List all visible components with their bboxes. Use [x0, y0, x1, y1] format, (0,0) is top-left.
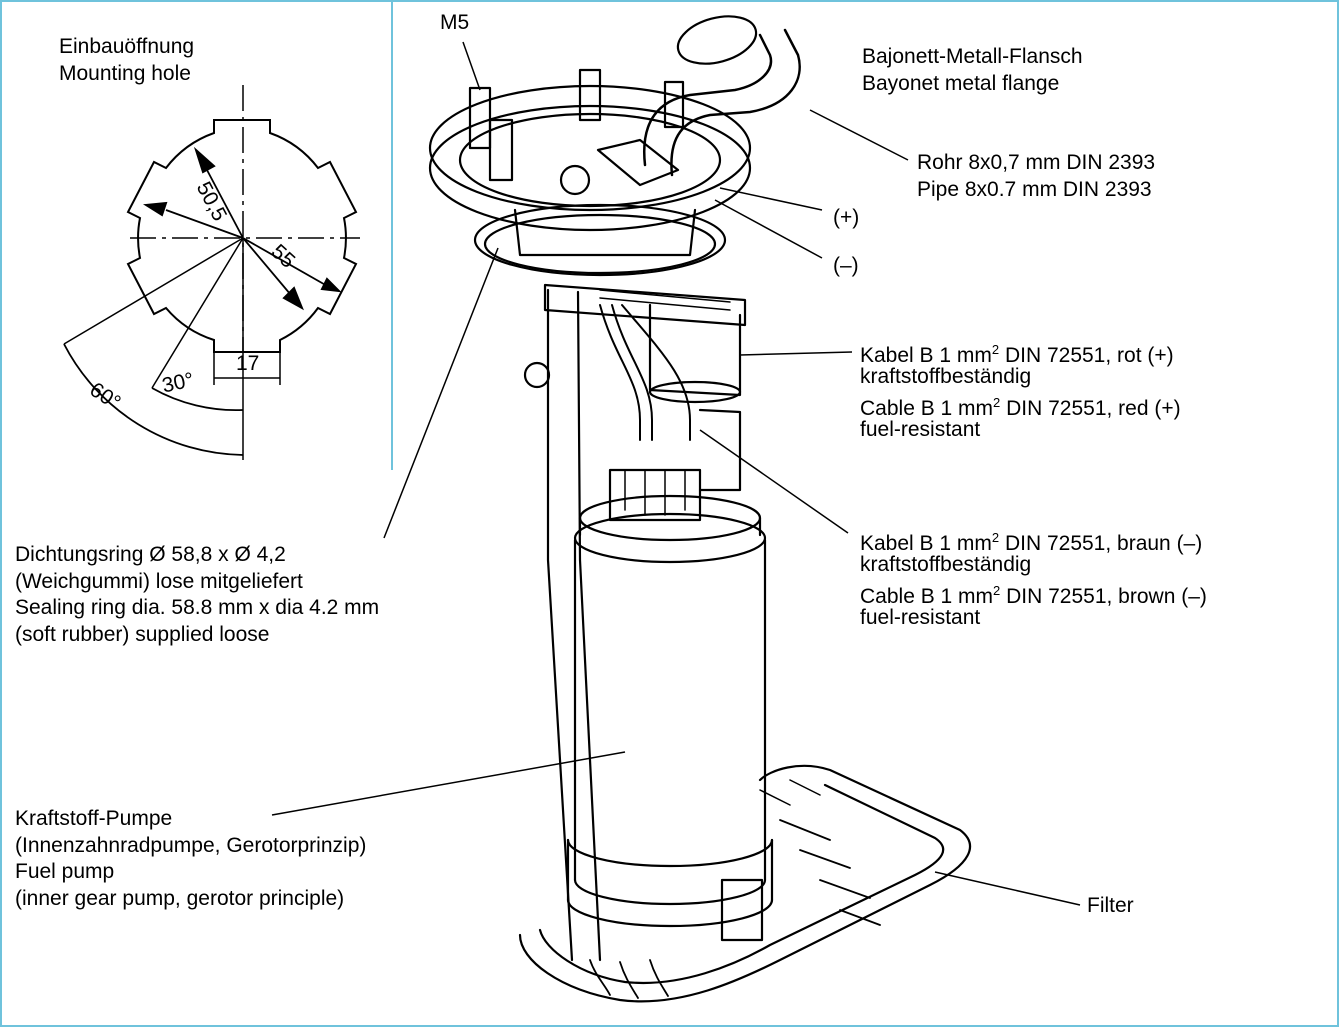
- mounting-hole-title-de: Einbauöffnung: [59, 35, 195, 58]
- cable-brown-line-en: Cable B 1 mm2 DIN 72551, brown (–): [860, 583, 1207, 608]
- seal-line-2: (Weichgummi) lose mitgeliefert: [15, 569, 303, 593]
- pump-line-4: (inner gear pump, gerotor principle): [15, 886, 345, 910]
- seal-line-1: Dichtungsring Ø 58,8 x Ø 4,2: [15, 543, 286, 566]
- fuel-pump-assembly-drawing: [428, 15, 971, 1003]
- filter-label: Filter: [1087, 894, 1134, 917]
- seal-ring-label: Dichtungsring Ø 58,8 x Ø 4,2 (Weichgummi…: [15, 542, 379, 648]
- flange-label: Bajonett-Metall-Flansch Bayonet metal fl…: [862, 44, 1083, 97]
- flange-label-de: Bajonett-Metall-Flansch: [862, 45, 1083, 68]
- mounting-hole-drawing: [63, 85, 360, 460]
- terminal-minus-label: (–): [833, 254, 859, 277]
- pump-line-1: Kraftstoff-Pumpe: [15, 807, 173, 830]
- mounting-hole-title: Einbauöffnung Mounting hole: [59, 34, 194, 87]
- cable-red-line-en: Cable B 1 mm2 DIN 72551, red (+): [860, 395, 1181, 420]
- cable-red-fuel-en: fuel-resistant: [860, 417, 981, 441]
- cable-red-line-de: Kabel B 1 mm2 DIN 72551, rot (+): [860, 342, 1174, 367]
- seal-line-3: Sealing ring dia. 58.8 mm x dia 4.2 mm: [15, 596, 380, 619]
- cable-brown-fuel-en: fuel-resistant: [860, 605, 981, 629]
- seal-line-4: (soft rubber) supplied loose: [15, 622, 270, 646]
- flange-label-en: Bayonet metal flange: [862, 71, 1060, 95]
- thread-label: M5: [440, 11, 470, 34]
- mounting-hole-title-en: Mounting hole: [59, 61, 191, 85]
- dim-slot-width: 17: [236, 352, 260, 375]
- pipe-label-en: Pipe 8x0.7 mm DIN 2393: [917, 177, 1152, 201]
- cable-red-fuel-de: kraftstoffbeständig: [860, 364, 1032, 388]
- cable-brown-label: Kabel B 1 mm2 DIN 72551, braun (–) kraft…: [860, 525, 1207, 631]
- pipe-label-de: Rohr 8x0,7 mm DIN 2393: [917, 151, 1156, 174]
- cable-red-label: Kabel B 1 mm2 DIN 72551, rot (+) kraftst…: [860, 337, 1181, 443]
- pump-line-2: (Innenzahnradpumpe, Gerotorprinzip): [15, 833, 367, 857]
- pump-line-3: Fuel pump: [15, 860, 115, 883]
- fuel-pump-label: Kraftstoff-Pumpe (Innenzahnradpumpe, Ger…: [15, 806, 366, 912]
- pipe-label: Rohr 8x0,7 mm DIN 2393 Pipe 8x0.7 mm DIN…: [917, 150, 1155, 203]
- terminal-plus-label: (+): [833, 206, 860, 229]
- leader-lines: [271, 41, 1081, 906]
- cable-brown-fuel-de: kraftstoffbeständig: [860, 552, 1032, 576]
- cable-brown-line-de: Kabel B 1 mm2 DIN 72551, braun (–): [860, 530, 1203, 555]
